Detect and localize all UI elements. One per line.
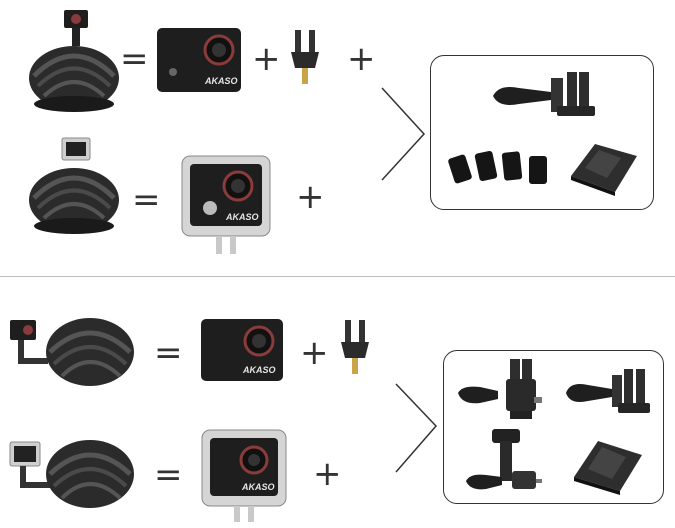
camera-in-waterproof-housing: AKASO bbox=[181, 155, 271, 254]
camera-brand-label: AKASO bbox=[242, 365, 276, 375]
equals-sign: = bbox=[154, 333, 183, 373]
bracket-connector bbox=[381, 87, 426, 181]
section-divider bbox=[0, 276, 675, 277]
j-hook-arm-icon bbox=[466, 429, 542, 490]
accessory-box-top bbox=[430, 55, 654, 210]
action-camera: AKASO bbox=[157, 28, 241, 92]
quick-release-screw-icon bbox=[566, 369, 650, 413]
action-camera: AKASO bbox=[201, 319, 283, 381]
helmet-with-side-camera bbox=[10, 318, 134, 386]
extension-arm-icon bbox=[458, 359, 542, 419]
camera-in-waterproof-housing: AKASO bbox=[201, 429, 287, 522]
adhesive-pads-icon bbox=[448, 150, 547, 184]
equals-sign: = bbox=[132, 180, 161, 220]
helmet-with-top-housing-camera bbox=[29, 137, 119, 234]
tripod-mount-adapter-icon bbox=[341, 320, 369, 374]
curved-mount-icon bbox=[574, 441, 642, 495]
flat-mount-icon bbox=[571, 144, 637, 196]
equals-sign: = bbox=[120, 39, 149, 79]
camera-brand-label: AKASO bbox=[241, 482, 275, 492]
tripod-mount-adapter-icon bbox=[291, 30, 319, 84]
bracket-connector bbox=[395, 383, 438, 473]
plus-sign: + bbox=[347, 39, 376, 79]
camera-brand-label: AKASO bbox=[204, 76, 238, 86]
helmet-with-side-housing-camera bbox=[9, 440, 134, 508]
plus-sign: + bbox=[296, 177, 325, 217]
quick-release-screw-icon bbox=[493, 72, 595, 116]
camera-brand-label: AKASO bbox=[225, 212, 259, 222]
helmet-with-top-camera-1 bbox=[29, 10, 119, 112]
accessory-box-bottom bbox=[443, 350, 664, 504]
equals-sign: = bbox=[154, 455, 183, 495]
plus-sign: + bbox=[313, 454, 342, 494]
plus-sign: + bbox=[252, 39, 281, 79]
plus-sign: + bbox=[300, 333, 329, 373]
